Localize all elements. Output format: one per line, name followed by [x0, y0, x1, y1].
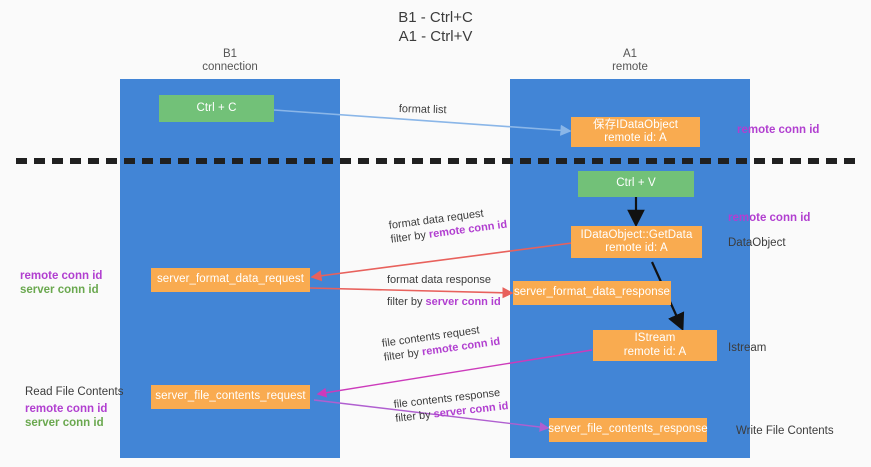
box-save-idataobject-line-1: 保存IDataObject — [592, 118, 679, 131]
edge-label-format-list-text: format list — [398, 102, 447, 117]
box-server-format-data-request[interactable]: server_format_data_request — [151, 268, 310, 292]
annotation-left-server-conn-id-mid: server conn id — [20, 284, 99, 296]
annotation-left-remote-conn-id-bottom: remote conn id — [25, 403, 108, 415]
box-istream[interactable]: IStream remote id: A — [593, 330, 717, 361]
filter-prefix: filter by — [387, 296, 426, 308]
box-idataobject-getdata[interactable]: IDataObject::GetData remote id: A — [571, 226, 702, 258]
lane-header-a1-role: remote — [612, 61, 648, 73]
annotation-left-remote-conn-id-mid: remote conn id — [20, 270, 103, 282]
edge-label-format-data-response-text: format data response — [387, 274, 491, 286]
diagram-title-line-2: A1 - Ctrl+V — [398, 28, 473, 45]
box-ctrl-c-label: Ctrl + C — [196, 101, 237, 114]
edge-label-format-data-request: format data request filter by remote con… — [388, 204, 508, 247]
box-server-file-contents-response-label: server_file_contents_response — [548, 423, 708, 436]
annotation-remote-conn-id-top: remote conn id — [737, 124, 820, 136]
annotation-left-server-conn-id-bottom: server conn id — [25, 417, 104, 429]
box-idataobject-getdata-line-2: remote id: A — [605, 242, 668, 254]
annotation-remote-conn-id-mid: remote conn id — [728, 212, 811, 224]
lane-header-a1: A1 remote — [510, 48, 750, 74]
box-save-idataobject[interactable]: 保存IDataObject remote id: A — [571, 117, 700, 147]
filter-key-server-conn-id: server conn id — [425, 296, 501, 308]
lane-header-b1: B1 connection — [120, 48, 340, 74]
filter-prefix: filter by — [389, 228, 430, 246]
lane-header-b1-role: connection — [202, 61, 258, 73]
annotation-dataobject: DataObject — [728, 237, 786, 249]
box-ctrl-c[interactable]: Ctrl + C — [159, 95, 274, 122]
box-ctrl-v[interactable]: Ctrl + V — [578, 171, 694, 197]
annotation-write-file-contents: Write File Contents — [736, 425, 834, 437]
box-istream-line-1: IStream — [634, 332, 676, 344]
box-idataobject-getdata-line-1: IDataObject::GetData — [580, 228, 693, 241]
box-ctrl-v-label: Ctrl + V — [616, 177, 656, 190]
edge-label-file-contents-response: file contents response filter by server … — [393, 385, 509, 426]
diagram-title: B1 - Ctrl+C A1 - Ctrl+V — [0, 8, 871, 46]
edge-label-format-data-response: format data response filter by server co… — [387, 273, 501, 309]
box-istream-line-2: remote id: A — [623, 345, 687, 358]
annotation-read-file-contents: Read File Contents — [25, 386, 124, 398]
diagram-title-line-1: B1 - Ctrl+C — [398, 9, 473, 26]
box-server-file-contents-request-label: server_file_contents_request — [155, 390, 306, 403]
filter-prefix: filter by — [394, 408, 435, 425]
edge-label-format-list: format list — [399, 102, 447, 117]
box-server-file-contents-request[interactable]: server_file_contents_request — [151, 385, 310, 409]
box-server-file-contents-response[interactable]: server_file_contents_response — [548, 418, 708, 442]
box-server-format-data-request-label: server_format_data_request — [156, 273, 305, 286]
lane-header-a1-name: A1 — [622, 48, 638, 60]
edge-label-format-data-response-filter: filter by server conn id — [387, 295, 501, 309]
edge-label-file-contents-request: file contents request filter by remote c… — [381, 321, 501, 365]
box-server-format-data-response-label: server_format_data_response — [513, 286, 671, 299]
annotation-istream: Istream — [728, 342, 767, 354]
lane-header-b1-name: B1 — [222, 48, 238, 60]
filter-prefix: filter by — [383, 346, 423, 364]
box-server-format-data-response[interactable]: server_format_data_response — [513, 281, 671, 305]
box-save-idataobject-line-2: remote id: A — [604, 132, 667, 144]
